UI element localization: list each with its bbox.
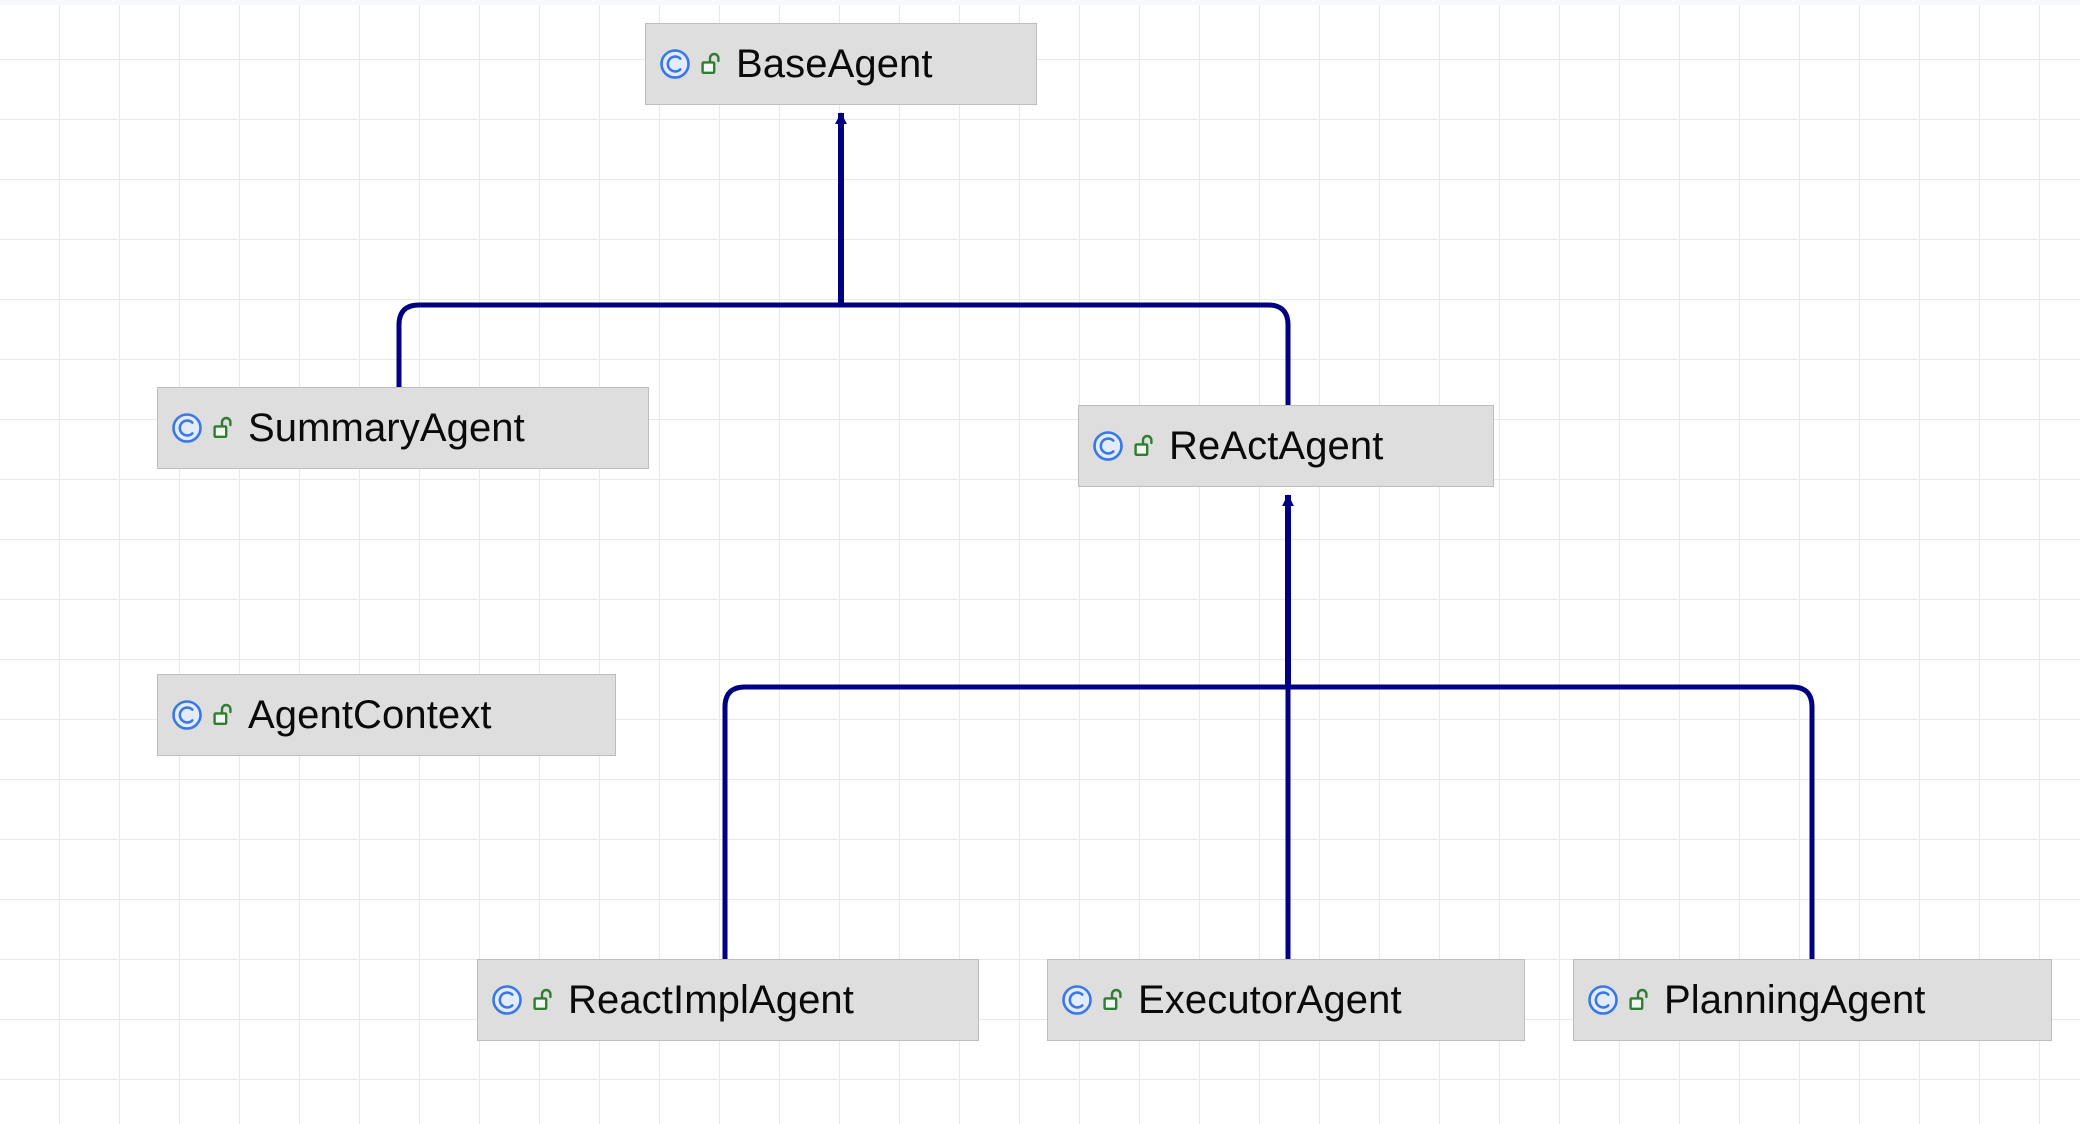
edge-react-to-base [841,302,1291,405]
class-node-label: ReActAgent [1169,424,1384,468]
canvas-top-strip [0,0,2080,5]
class-node-agent-context[interactable]: AgentContext [157,674,616,756]
class-node-label: ExecutorAgent [1138,978,1402,1022]
class-icon [1586,983,1620,1017]
class-node-react-impl-agent[interactable]: ReactImplAgent [477,959,979,1041]
unlocked-padlock-icon [212,416,234,440]
class-node-label: AgentContext [248,693,492,737]
class-icon [1060,983,1094,1017]
class-icon [490,983,524,1017]
class-node-summary-agent[interactable]: SummaryAgent [157,387,649,469]
unlocked-padlock-icon [212,703,234,727]
unlocked-padlock-icon [1628,988,1650,1012]
class-node-label: ReactImplAgent [568,978,854,1022]
class-icon [170,411,204,445]
class-icon [658,47,692,81]
edge-impl-to-react [722,684,1288,959]
class-node-base-agent[interactable]: BaseAgent [645,23,1037,105]
unlocked-padlock-icon [1133,434,1155,458]
class-node-label: BaseAgent [736,42,933,86]
edge-summary-to-base [396,302,841,469]
unlocked-padlock-icon [1102,988,1124,1012]
class-icon [170,698,204,732]
class-icon [1091,429,1125,463]
class-node-label: PlanningAgent [1664,978,1926,1022]
unlocked-padlock-icon [700,52,722,76]
unlocked-padlock-icon [532,988,554,1012]
class-node-executor-agent[interactable]: ExecutorAgent [1047,959,1525,1041]
class-node-planning-agent[interactable]: PlanningAgent [1573,959,2052,1041]
edge-planning-to-react [1288,684,1815,959]
class-node-label: SummaryAgent [248,406,525,450]
class-node-react-agent[interactable]: ReActAgent [1078,405,1494,487]
